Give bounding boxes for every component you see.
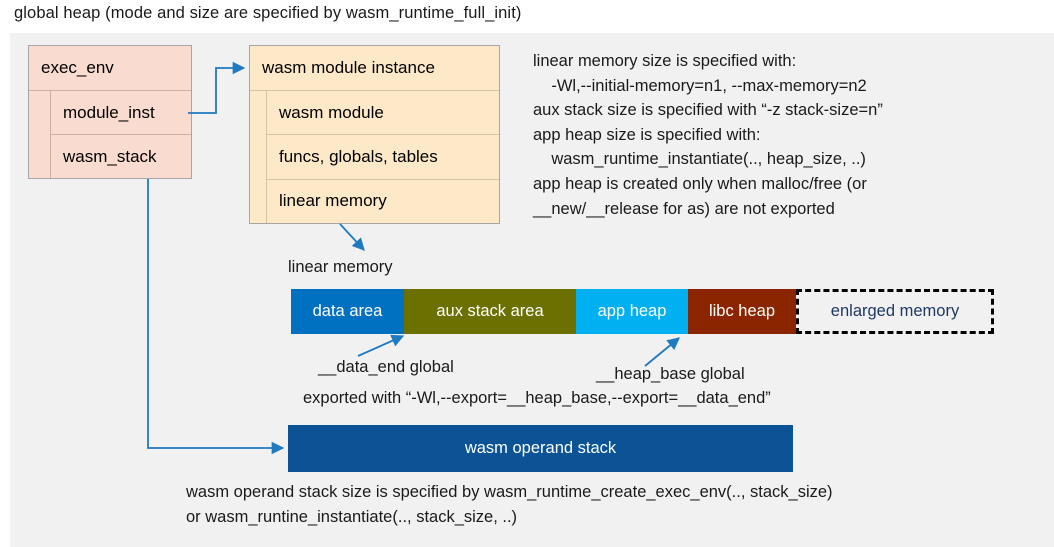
memory-segment-data-area: data area [291,289,404,334]
operand-stack-notes: wasm operand stack size is specified by … [186,483,833,526]
module-instance-field-funcs-globals-tables: funcs, globals, tables [267,135,499,180]
memory-segment-app-heap: app heap [576,289,688,334]
page-title: global heap (mode and size are specified… [14,4,522,22]
linear-memory-notes: linear memory size is specified with: -W… [533,52,883,218]
exec-env-field-wasm-stack: wasm_stack [51,135,191,178]
wasm-module-instance-body: wasm module funcs, globals, tables linea… [250,91,499,223]
exec-env-field-module-inst: module_inst [51,91,191,135]
memory-segment-libc-heap: libc heap [688,289,796,334]
wasm-module-instance-indent-column [250,91,267,223]
wasm-operand-stack-box: wasm operand stack [288,425,793,472]
linear-memory-caption: linear memory [288,258,393,276]
exec-env-indent-column [29,91,51,178]
wasm-module-instance-box: wasm module instance wasm module funcs, … [249,45,500,224]
exec-env-header: exec_env [29,46,191,91]
exported-with-label: exported with “-Wl,--export=__heap_base,… [303,389,771,407]
wasm-module-instance-header: wasm module instance [250,46,499,91]
memory-segment-aux-stack-area: aux stack area [404,289,576,334]
exec-env-body: module_inst wasm_stack [29,91,191,178]
module-instance-field-linear-memory: linear memory [267,179,499,223]
wasm-module-instance-field-list: wasm module funcs, globals, tables linea… [267,91,499,223]
heap-base-global-label: __heap_base global [596,365,745,383]
memory-segment-enlarged-memory: enlarged memory [796,289,994,334]
data-end-global-label: __data_end global [318,358,454,376]
module-instance-field-wasm-module: wasm module [267,91,499,136]
linear-memory-bar: data area aux stack area app heap libc h… [291,289,994,334]
exec-env-box: exec_env module_inst wasm_stack [28,45,192,179]
exec-env-field-list: module_inst wasm_stack [51,91,191,178]
